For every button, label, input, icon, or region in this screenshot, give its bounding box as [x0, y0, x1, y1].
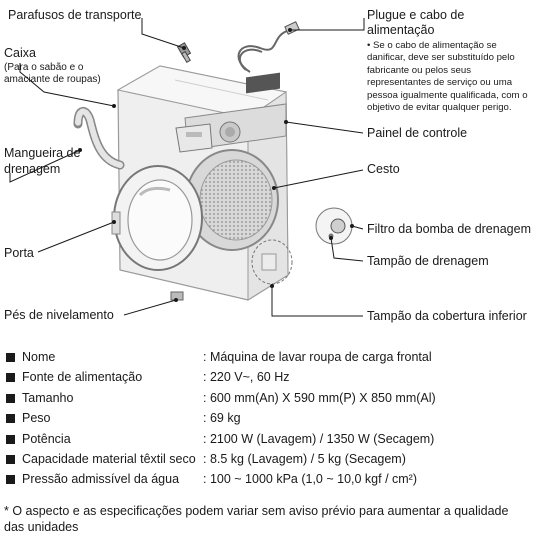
spec-label: Nome — [22, 350, 56, 364]
drain-hose — [73, 107, 125, 170]
label-transport-bolts: Parafusos de transporte — [8, 8, 142, 22]
bullet-square-icon — [6, 414, 15, 424]
label-drain-plug: Tampão de drenagem — [367, 254, 489, 268]
transport-bolt — [176, 42, 192, 64]
leveling-foot — [170, 291, 184, 301]
bullet-square-icon — [6, 475, 15, 485]
spec-label: Capacidade material têxtil seco — [22, 451, 196, 466]
drum — [185, 149, 279, 251]
spec-value: : 100 ~ 1000 kPa (1,0 ~ 10,0 kgf / cm²) — [203, 472, 418, 487]
spec-row-capacity: Capacidade material têxtil seco : 8.5 kg… — [4, 449, 534, 469]
door — [111, 165, 203, 271]
spec-row-water-pressure: Pressão admissível da água : 100 ~ 1000 … — [4, 469, 534, 489]
label-control-panel: Painel de controle — [367, 126, 468, 140]
label-lower-cover: Tampão da cobertura inferior — [367, 309, 527, 323]
label-door: Porta — [4, 246, 34, 260]
spec-row-size: Tamanho : 600 mm(An) X 590 mm(P) X 850 m… — [4, 388, 534, 408]
spec-row-weight: Peso : 69 kg — [4, 408, 534, 428]
label-leveling-feet: Pés de nivelamento — [4, 308, 114, 322]
label-drain-hose: Mangueira de drenagem — [4, 146, 81, 176]
bullet-square-icon — [6, 393, 15, 403]
label-drum: Cesto — [367, 162, 400, 176]
bullet-square-icon — [6, 454, 15, 464]
spec-value: : 69 kg — [203, 411, 241, 426]
detergent-drawer — [175, 123, 213, 153]
spec-label: Peso — [22, 411, 51, 426]
spec-value: : 2100 W (Lavagem) / 1350 W (Secagem) — [203, 431, 435, 446]
spec-row-power: Potência : 2100 W (Lavagem) / 1350 W (Se… — [4, 429, 534, 449]
spec-value: : 600 mm(An) X 590 mm(P) X 850 mm(Al) — [203, 390, 436, 405]
leader-lines — [9, 18, 365, 317]
spec-value: : Máquina de lavar roupa de carga fronta… — [203, 350, 432, 364]
spec-row-name: Nome : Máquina de lavar roupa de carga f… — [4, 347, 534, 367]
washing-machine-illustration — [9, 18, 365, 317]
power-cord — [237, 21, 300, 73]
label-power-note: • Se o cabo de alimentação se danificar,… — [367, 40, 528, 114]
spec-value: : 220 V~, 60 Hz — [203, 370, 290, 385]
footnote: * O aspecto e as especificações podem va… — [4, 504, 509, 534]
pump-filter-magnifier — [315, 207, 353, 245]
spec-label: Potência — [22, 431, 71, 446]
spec-label: Pressão admissível da água — [22, 472, 180, 487]
spec-list: Nome : Máquina de lavar roupa de carga f… — [4, 347, 534, 490]
label-power-plug: Plugue e cabo de alimentação — [367, 8, 465, 37]
label-pump-filter: Filtro da bomba de drenagem — [367, 222, 531, 236]
spec-row-power-supply: Fonte de alimentação : 220 V~, 60 Hz — [4, 367, 534, 387]
spec-label: Tamanho — [22, 390, 74, 405]
label-case: Caixa — [4, 46, 36, 60]
bullet-square-icon — [6, 353, 15, 362]
spec-value: : 8.5 kg (Lavagem) / 5 kg (Secagem) — [203, 451, 406, 466]
label-case-note: (Para o sabão e o amaciante de roupas) — [4, 62, 101, 85]
bullet-square-icon — [6, 373, 15, 383]
spec-label: Fonte de alimentação — [22, 370, 143, 385]
bullet-square-icon — [6, 434, 15, 444]
